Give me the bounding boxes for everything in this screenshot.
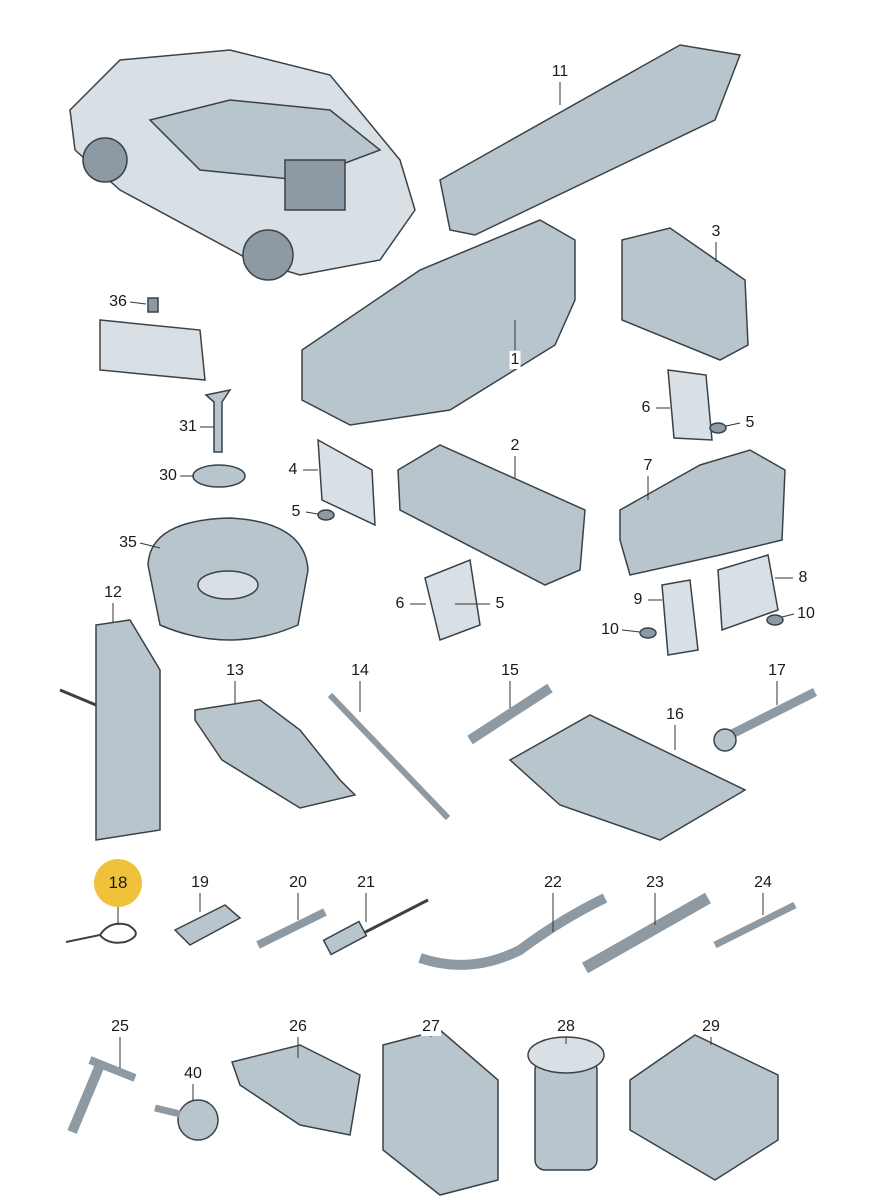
- part-2-foam-tray: [397, 444, 586, 586]
- callout-label: 31: [178, 418, 198, 436]
- callout-label: 1: [509, 351, 521, 369]
- part-28-sealant-bottle: [527, 1036, 605, 1171]
- callout-label: 29: [701, 1018, 721, 1036]
- part-3-foam-insert: [621, 227, 749, 361]
- callout-label: 16: [665, 706, 685, 724]
- part-6-bracket: [667, 369, 713, 441]
- part-10-washer: [639, 627, 657, 639]
- part-26-wheel-chock: [231, 1044, 361, 1136]
- part-8-bracket: [717, 554, 779, 632]
- part-20-pin: [256, 908, 327, 949]
- callout-label: 18: [108, 873, 128, 892]
- callout-label: 25: [110, 1018, 130, 1036]
- part-19-holder: [173, 904, 242, 946]
- callout-label: 28: [556, 1018, 576, 1036]
- callout-label: 27: [421, 1018, 441, 1036]
- callout-label: 11: [550, 63, 570, 81]
- leader-lines: [112, 82, 795, 1100]
- callout-label: 6: [640, 399, 652, 417]
- part-21-screwdriver: [322, 898, 429, 956]
- callout-label: 6: [394, 595, 406, 613]
- part-35-spare-wheel-well: [147, 517, 309, 641]
- part-30-washer: [192, 464, 246, 488]
- part-25-valve-tool: [67, 1056, 137, 1134]
- part-23-tool: [582, 892, 711, 974]
- callout-label: 36: [108, 293, 128, 311]
- vehicle-illustration: [69, 49, 416, 281]
- part-16-tool-pouch: [508, 714, 747, 841]
- part-24-spanner: [713, 901, 797, 949]
- callout-label: 24: [753, 874, 773, 892]
- callout-label: 8: [797, 569, 809, 587]
- part-40-pressure-gauge: [154, 1099, 219, 1141]
- callout-label: 2: [509, 437, 521, 455]
- part-29-compressor: [629, 1034, 779, 1181]
- callout-label: 17: [767, 662, 787, 680]
- part-5-washer: [709, 422, 727, 434]
- callout-label: 3: [710, 223, 722, 241]
- part-6-bracket-lower: [424, 558, 481, 641]
- callout-label: 15: [500, 662, 520, 680]
- callout-label: 12: [103, 584, 123, 602]
- part-7-foam-insert: [619, 449, 786, 576]
- callout-label: 30: [158, 467, 178, 485]
- part-1-foam-insert: [301, 219, 576, 426]
- callout-label: 20: [288, 874, 308, 892]
- part-27-box: [382, 1029, 499, 1196]
- callout-label: 7: [642, 457, 654, 475]
- callout-label: 23: [645, 874, 665, 892]
- part-36: [147, 297, 159, 313]
- callout-label: 35: [118, 534, 138, 552]
- part-10-washer: [766, 614, 784, 626]
- part-36-fastener-panel: [99, 319, 206, 381]
- highlighted-callout-badge: 18: [94, 859, 142, 907]
- callout-label: 9: [632, 591, 644, 609]
- part-5-washer: [317, 509, 335, 521]
- part-18-clip: [65, 922, 137, 944]
- part-31-wing-bolt: [204, 388, 232, 453]
- callout-label: 21: [356, 874, 376, 892]
- callout-label: 4: [287, 461, 299, 479]
- callout-label: 40: [183, 1065, 203, 1083]
- part-13-jack: [194, 699, 357, 809]
- part-17-tow-eye: [713, 687, 818, 752]
- part-12-bag: [59, 619, 161, 841]
- callout-label: 19: [190, 874, 210, 892]
- callout-label: 13: [225, 662, 245, 680]
- callout-label: 5: [494, 595, 506, 613]
- part-14-lug-wrench: [327, 692, 451, 821]
- callout-label: 26: [288, 1018, 308, 1036]
- part-22-crank-handle: [418, 893, 608, 970]
- part-15-extension-bar: [467, 683, 553, 745]
- callout-label: 5: [744, 414, 756, 432]
- part-11-cover-tray: [439, 44, 742, 236]
- callout-label: 14: [350, 662, 370, 680]
- callout-label: 5: [290, 503, 302, 521]
- callout-label: 10: [600, 621, 620, 639]
- part-9-bracket: [661, 579, 699, 656]
- callout-label: 10: [796, 605, 816, 623]
- callout-label: 22: [543, 874, 563, 892]
- part-4-bracket: [317, 438, 376, 527]
